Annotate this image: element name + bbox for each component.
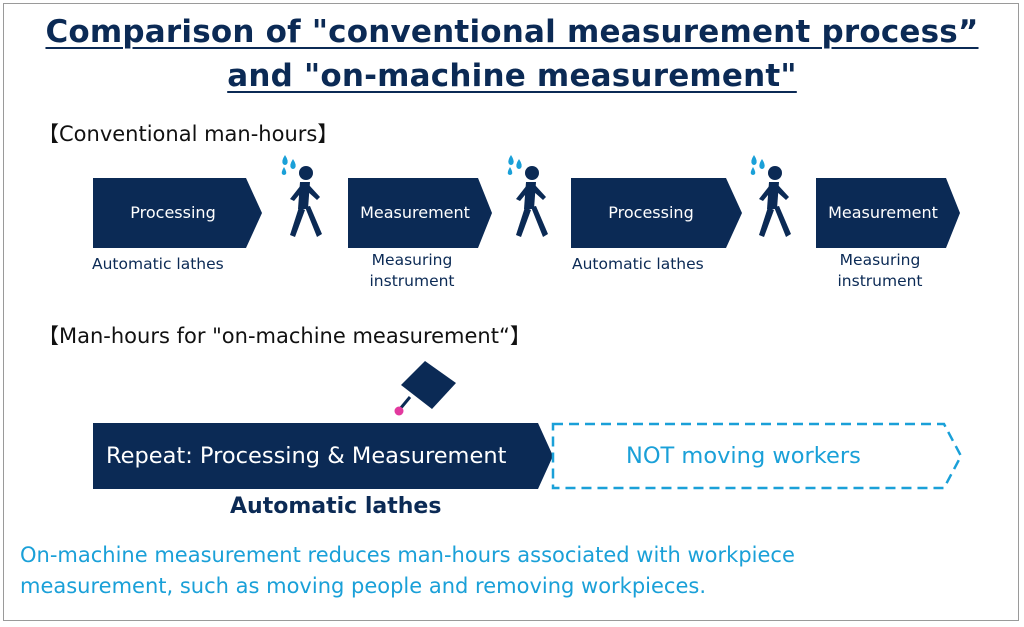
chevron-measurement-1 bbox=[348, 178, 492, 248]
step-measurement-2-sub: Measuring instrument bbox=[828, 250, 932, 292]
title-line-1: Comparison of "conventional measurement … bbox=[45, 14, 979, 50]
diagram-frame bbox=[3, 3, 1019, 621]
chevron-processing-2 bbox=[571, 178, 742, 248]
walking-worker-icon bbox=[759, 166, 791, 237]
chevron-measurement-2 bbox=[816, 178, 960, 248]
conventional-heading: 【Conventional man-hours】 bbox=[38, 122, 339, 146]
step-processing-2-sub: Automatic lathes bbox=[572, 255, 704, 273]
not-moving-label: NOT moving workers bbox=[626, 443, 861, 469]
sweat-drops-icon bbox=[281, 155, 296, 175]
step-processing-1-sub: Automatic lathes bbox=[92, 255, 224, 273]
step-measurement-1-label: Measurement bbox=[360, 203, 470, 222]
step-measurement-2-label: Measurement bbox=[828, 203, 938, 222]
repeat-label: Repeat: Processing & Measurement bbox=[106, 443, 507, 469]
footer-line-2: measurement, such as moving people and r… bbox=[20, 574, 707, 598]
sub-line: Measuring bbox=[371, 251, 453, 269]
step-processing-1-label: Processing bbox=[130, 203, 216, 222]
measurement-probe-icon bbox=[394, 361, 456, 416]
step-processing-2-label: Processing bbox=[608, 203, 694, 222]
title-line-2: and "on-machine measurement" bbox=[227, 58, 797, 94]
walking-worker-icon bbox=[290, 166, 322, 237]
onmachine-lathes-label: Automatic lathes bbox=[230, 494, 442, 519]
chevron-processing-1 bbox=[93, 178, 262, 248]
chevron-repeat bbox=[93, 423, 553, 489]
chevron-not-moving bbox=[551, 422, 963, 490]
walking-worker-icon bbox=[516, 166, 548, 237]
step-measurement-1-sub: Measuring instrument bbox=[360, 250, 464, 292]
footer-text: On-machine measurement reduces man-hours… bbox=[20, 540, 1010, 602]
sweat-drops-icon bbox=[507, 155, 522, 175]
sub-line: instrument bbox=[369, 272, 455, 290]
sweat-drops-icon bbox=[750, 155, 765, 175]
sub-line: instrument bbox=[837, 272, 923, 290]
footer-line-1: On-machine measurement reduces man-hours… bbox=[20, 543, 795, 567]
onmachine-heading: 【Man-hours for "on-machine measurement“】 bbox=[38, 324, 531, 348]
sub-line: Measuring bbox=[839, 251, 921, 269]
